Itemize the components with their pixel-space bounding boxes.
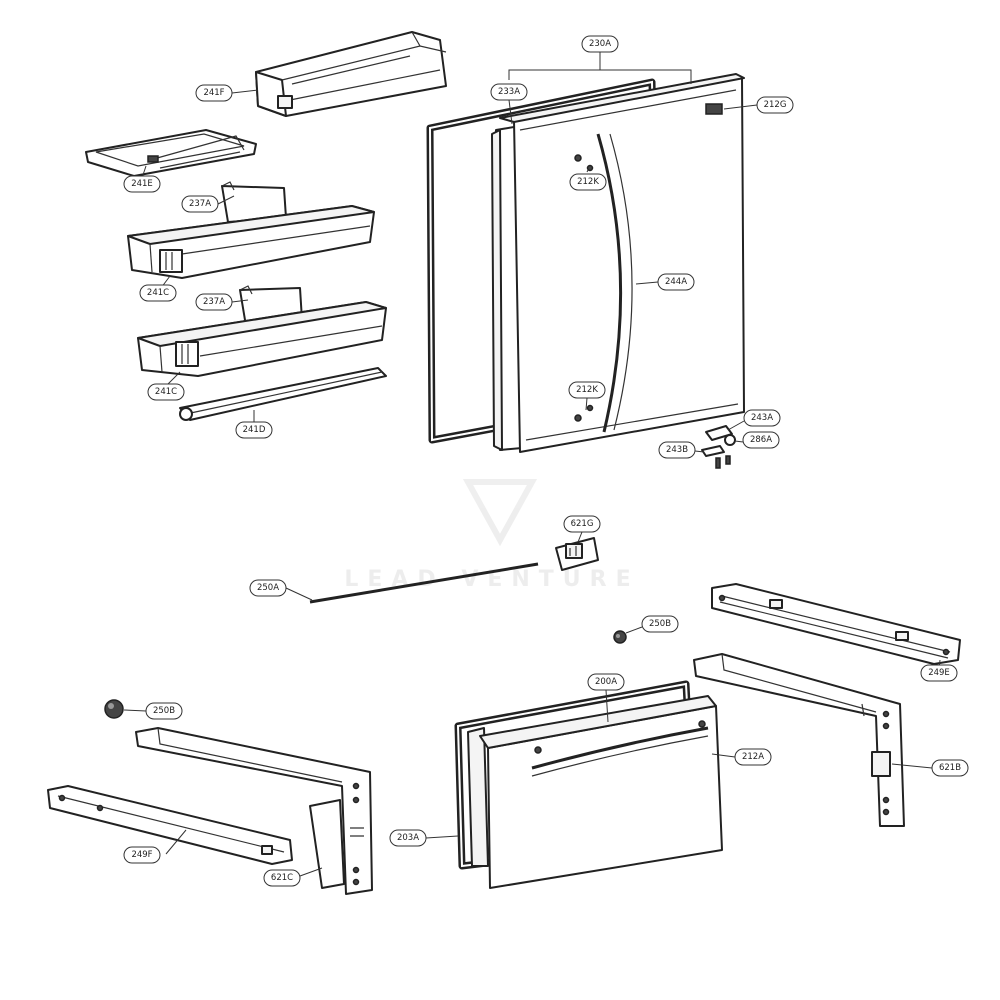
door-bar-241d	[179, 367, 387, 421]
callout-212k-lower: 212K	[568, 381, 606, 399]
svg-text:286A: 286A	[750, 435, 772, 445]
door-bin-241c-lower	[137, 301, 387, 377]
svg-text:237A: 237A	[189, 199, 211, 209]
callout-243b: 243B	[658, 441, 696, 459]
svg-text:243A: 243A	[751, 413, 773, 423]
callout-200a: 200A	[587, 673, 625, 691]
callout-241d: 241D	[235, 421, 273, 439]
callout-621c: 621C	[263, 869, 301, 887]
callout-243a: 243A	[743, 409, 781, 427]
svg-text:241C: 241C	[147, 288, 169, 298]
callout-212k-upper: 212K	[569, 173, 607, 191]
callout-286a: 286A	[742, 431, 780, 449]
callout-212g: 212G	[756, 96, 794, 114]
svg-text:203A: 203A	[397, 833, 419, 843]
callout-241c-lower: 241C	[147, 383, 185, 401]
lower-drawer-door-assembly	[454, 680, 723, 889]
callout-249e: 249E	[920, 664, 958, 682]
svg-text:212K: 212K	[577, 177, 599, 187]
drawer-bracket-621c	[135, 727, 373, 895]
svg-text:230A: 230A	[589, 39, 611, 49]
drawer-rail-249e	[711, 583, 961, 665]
svg-text:237A: 237A	[203, 297, 225, 307]
callout-241f: 241F	[195, 84, 233, 102]
svg-text:212A: 212A	[742, 752, 764, 762]
callout-203a: 203A	[389, 829, 427, 847]
roller-250b-right	[613, 630, 627, 644]
svg-text:621G: 621G	[571, 519, 594, 529]
callout-250a: 250A	[249, 579, 287, 597]
svg-text:241C: 241C	[155, 387, 177, 397]
svg-text:212G: 212G	[764, 100, 787, 110]
svg-text:250A: 250A	[257, 583, 279, 593]
svg-text:233A: 233A	[498, 87, 520, 97]
callout-621b: 621B	[931, 759, 969, 777]
svg-text:200A: 200A	[595, 677, 617, 687]
rod-250a	[309, 562, 539, 604]
svg-text:250B: 250B	[649, 619, 671, 629]
svg-text:621C: 621C	[271, 873, 293, 883]
svg-text:241E: 241E	[131, 179, 153, 189]
svg-text:243B: 243B	[666, 445, 688, 455]
door-tray-241e	[85, 129, 257, 177]
svg-text:244A: 244A	[665, 277, 687, 287]
svg-text:212K: 212K	[576, 385, 598, 395]
roller-250b-left	[104, 699, 124, 719]
callout-237a-upper: 237A	[181, 195, 219, 213]
leader-lines	[123, 52, 941, 877]
callout-241c-upper: 241C	[139, 284, 177, 302]
door-bin-241c-upper	[127, 205, 375, 279]
svg-text:250B: 250B	[153, 706, 175, 716]
svg-text:249F: 249F	[131, 850, 152, 860]
callout-250b-left: 250B	[145, 702, 183, 720]
callout-621g: 621G	[563, 515, 601, 533]
door-bin-top-241f	[255, 31, 447, 117]
drawer-bracket-621b	[693, 653, 905, 827]
callout-212a: 212A	[734, 748, 772, 766]
svg-text:241D: 241D	[243, 425, 266, 435]
svg-text:621B: 621B	[939, 763, 961, 773]
callout-249f: 249F	[123, 846, 161, 864]
drawer-rail-249f	[47, 785, 293, 865]
watermark: LEAD VENTURE	[344, 479, 631, 592]
svg-text:249E: 249E	[928, 668, 950, 678]
svg-text:241F: 241F	[203, 88, 224, 98]
clip-621g	[555, 537, 599, 571]
callout-250b-right: 250B	[641, 615, 679, 633]
callout-244a: 244A	[657, 273, 695, 291]
callout-230a: 230A	[581, 35, 619, 53]
callout-241e: 241E	[123, 175, 161, 193]
callout-233a: 233A	[490, 83, 528, 101]
callout-237a-lower: 237A	[195, 293, 233, 311]
upper-door-assembly	[426, 73, 745, 469]
